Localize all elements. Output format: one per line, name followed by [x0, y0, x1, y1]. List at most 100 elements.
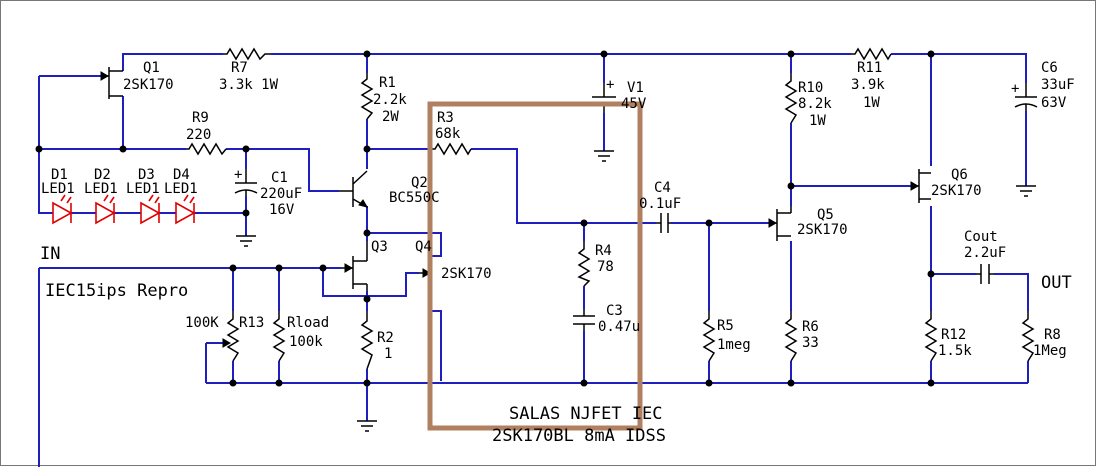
r5-resistor [702, 311, 716, 362]
r1-label: R1 [379, 75, 396, 91]
r11-label: R11 [857, 60, 882, 76]
r9-value: 220 [186, 127, 211, 143]
r11-watt: 1W [863, 95, 880, 111]
d4-label: D4 [173, 167, 190, 183]
r12-label: R12 [941, 327, 966, 343]
r4-label: R4 [595, 243, 612, 259]
r10-resistor [784, 73, 798, 124]
d3-part: LED1 [126, 181, 160, 197]
c1-value: 220uF [260, 186, 302, 202]
c6-capacitor: + [1011, 81, 1038, 111]
c1-label: C1 [271, 170, 288, 186]
r13-value: 100K [185, 315, 219, 331]
r3-value: 68k [435, 126, 461, 142]
c1-capacitor: + [234, 167, 258, 196]
led-d4-icon [175, 194, 196, 225]
r3-label: R3 [437, 110, 454, 126]
r13-label: R13 [239, 315, 264, 331]
r12-value: 1.5k [938, 343, 972, 359]
v1-label: V1 [627, 80, 644, 96]
wires [38, 53, 1029, 467]
q5-label: Q5 [817, 207, 834, 223]
r4-value: 78 [597, 259, 614, 275]
rload-value: 100k [289, 334, 323, 350]
r11-value: 3.9k [851, 77, 885, 93]
junction-dots [35, 50, 935, 387]
q6-jfet-symbol [910, 169, 931, 203]
rload-resistor [272, 311, 286, 362]
r8-label: R8 [1044, 327, 1061, 343]
c4-label: C4 [654, 180, 671, 196]
led-d1-icon [52, 194, 73, 225]
q2-label: Q2 [411, 175, 428, 191]
q5-part: 2SK170 [797, 222, 848, 238]
c3-label: C3 [606, 303, 623, 319]
led-d2-icon [95, 194, 116, 225]
q3-label: Q3 [371, 239, 388, 255]
d1-part: LED1 [41, 181, 75, 197]
r2-resistor [360, 311, 374, 370]
r10-value: 8.2k [798, 96, 832, 112]
svg-text:+: + [606, 77, 614, 93]
r6-label: R6 [802, 319, 819, 335]
r1-resistor [360, 73, 374, 120]
out-label: OUT [1041, 273, 1072, 293]
salas-highlight-box [427, 101, 643, 431]
c1-volt: 16V [269, 202, 295, 218]
c3-value: 0.47u [598, 319, 640, 335]
svg-text:+: + [1011, 81, 1019, 97]
q1-part: 2SK170 [123, 77, 174, 93]
c6-volt: 63V [1041, 95, 1067, 111]
c3-capacitor [573, 309, 595, 331]
c6-label: C6 [1041, 60, 1058, 76]
c6-value: 33uF [1041, 77, 1075, 93]
r10-label: R10 [798, 80, 823, 96]
d2-part: LED1 [84, 181, 118, 197]
r6-value: 33 [802, 335, 819, 351]
r11-resistor [851, 47, 892, 61]
svg-text:+: + [234, 167, 242, 183]
q5-jfet-symbol [768, 206, 792, 241]
r2-label: R2 [377, 330, 394, 346]
iec-title: IEC15ips Repro [45, 281, 188, 301]
r1-value: 2.2k [373, 92, 407, 108]
q6-label: Q6 [951, 167, 968, 183]
r1-watt: 2W [382, 109, 399, 125]
r5-value: 1meg [717, 337, 751, 353]
q1-jfet-symbol [100, 67, 123, 99]
q2-part: BC550C [389, 190, 440, 206]
salas-title: SALAS NJFET IEC [509, 404, 663, 424]
r3-resistor [431, 142, 472, 156]
d2-label: D2 [94, 167, 111, 183]
rload-label: Rload [287, 315, 329, 331]
r7-value: 3.3k 1W [219, 77, 279, 93]
q6-part: 2SK170 [931, 183, 982, 199]
r8-resistor [1021, 311, 1035, 362]
ground-icon [236, 150, 1036, 432]
q4-label: Q4 [415, 239, 432, 255]
c4-capacitor [656, 213, 671, 233]
c4-value: 0.1uF [639, 196, 681, 212]
d4-part: LED1 [164, 181, 198, 197]
r4-resistor [577, 241, 591, 287]
d1-label: D1 [51, 167, 68, 183]
q2-transistor [339, 170, 369, 208]
r9-resistor [186, 142, 227, 156]
idss-note: 2SK170BL 8mA IDSS [492, 426, 666, 446]
r6-resistor [784, 311, 798, 362]
r9-label: R9 [192, 110, 209, 126]
r13-resistor [226, 311, 240, 362]
cout-value: 2.2uF [964, 245, 1006, 261]
r10-watt: 1W [809, 113, 826, 129]
d3-label: D3 [138, 167, 155, 183]
component-labels: Q1 2SK170 R7 3.3k 1W R1 2.2k 2W V1 45V R… [41, 60, 1075, 362]
r7-resistor [223, 47, 271, 61]
r12-resistor [924, 311, 938, 362]
r8-value: 1Meg [1033, 343, 1067, 359]
q3-jfet-symbol [341, 241, 368, 291]
r5-label: R5 [717, 318, 734, 334]
led-d3-icon [140, 194, 161, 225]
r7-label: R7 [231, 60, 248, 76]
